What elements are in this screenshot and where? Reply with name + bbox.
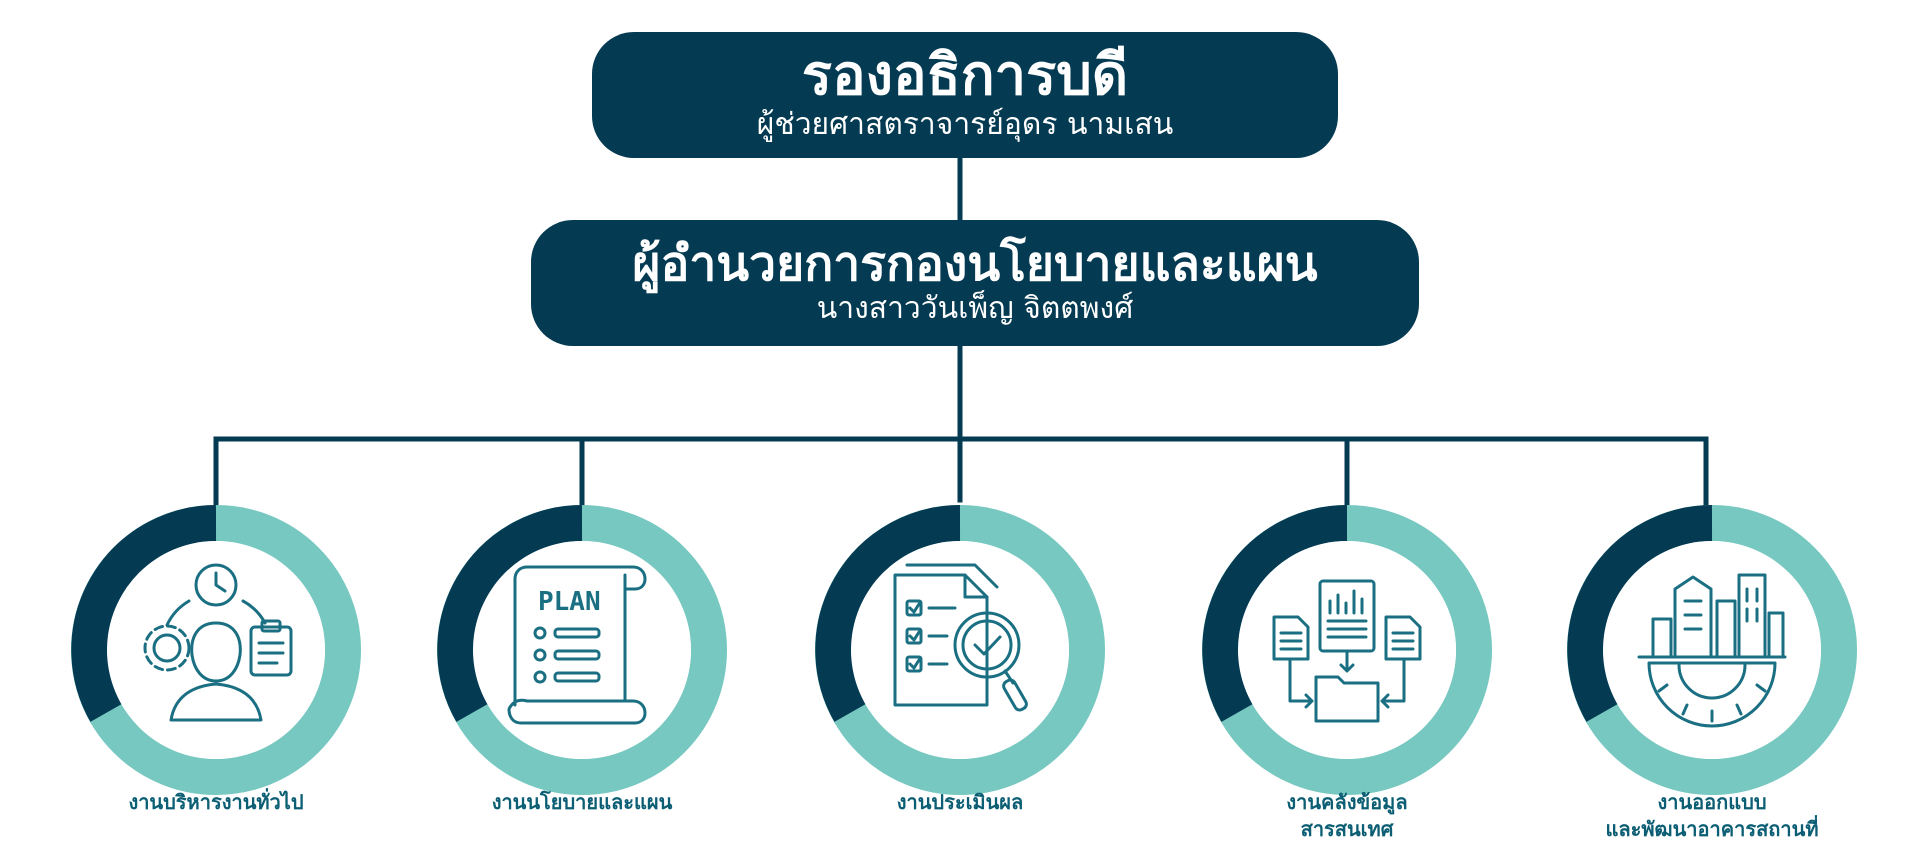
- unit-policy-plan: PLAN งานนโยบายและแผน: [437, 505, 727, 814]
- unit-label-line: งานบริหารงานทั่วไป: [128, 790, 304, 814]
- unit-label-line: งานประเมินผล: [896, 790, 1024, 814]
- unit-evaluation: งานประเมินผล: [815, 505, 1105, 814]
- plan-scroll-icon: PLAN: [507, 565, 647, 725]
- middle-box-title: ผู้อำนวยการกองนโยบายและแผน: [632, 235, 1318, 292]
- top-box-subtitle: ผู้ช่วยศาสตราจารย์อุดร นามเสน: [756, 107, 1174, 143]
- unit-label: งานออกแบบ และพัฒนาอาคารสถานที่: [1537, 789, 1887, 843]
- unit-label-line: งานนโยบายและแผน: [491, 790, 673, 814]
- middle-box: ผู้อำนวยการกองนโยบายและแผน นางสาววันเพ็ญ…: [531, 220, 1419, 346]
- unit-label: งานบริหารงานทั่วไป: [41, 789, 391, 816]
- documents-folder-icon: [1272, 579, 1422, 723]
- unit-label-line: งานคลังข้อมูล: [1286, 790, 1408, 814]
- unit-label-line: งานออกแบบ: [1657, 790, 1767, 814]
- svg-text:PLAN: PLAN: [538, 587, 601, 617]
- unit-label-line: และพัฒนาอาคารสถานที่: [1605, 817, 1819, 841]
- unit-ring: [1202, 505, 1492, 795]
- unit-label: งานประเมินผล: [785, 789, 1135, 816]
- unit-ring: [437, 505, 727, 795]
- unit-label-line: สารสนเทศ: [1300, 817, 1394, 841]
- unit-building-design: งานออกแบบ และพัฒนาอาคารสถานที่: [1567, 505, 1857, 841]
- top-box-title: รองอธิการบดี: [801, 42, 1129, 108]
- unit-label: งานคลังข้อมูล สารสนเทศ: [1172, 789, 1522, 843]
- unit-label: งานนโยบายและแผน: [407, 789, 757, 816]
- checklist-magnifier-icon: [893, 563, 1028, 712]
- unit-ring: [71, 505, 361, 795]
- top-box: รองอธิการบดี ผู้ช่วยศาสตราจารย์อุดร นามเ…: [592, 32, 1338, 158]
- middle-box-subtitle: นางสาววันเพ็ญ จิตตพงศ์: [816, 291, 1134, 327]
- unit-general-admin: งานบริหารงานทั่วไป: [71, 505, 361, 814]
- buildings-gear-icon: [1637, 573, 1787, 728]
- unit-data-warehouse: งานคลังข้อมูล สารสนเทศ: [1202, 505, 1492, 841]
- person-gear-clock-clipboard-icon: [143, 563, 293, 722]
